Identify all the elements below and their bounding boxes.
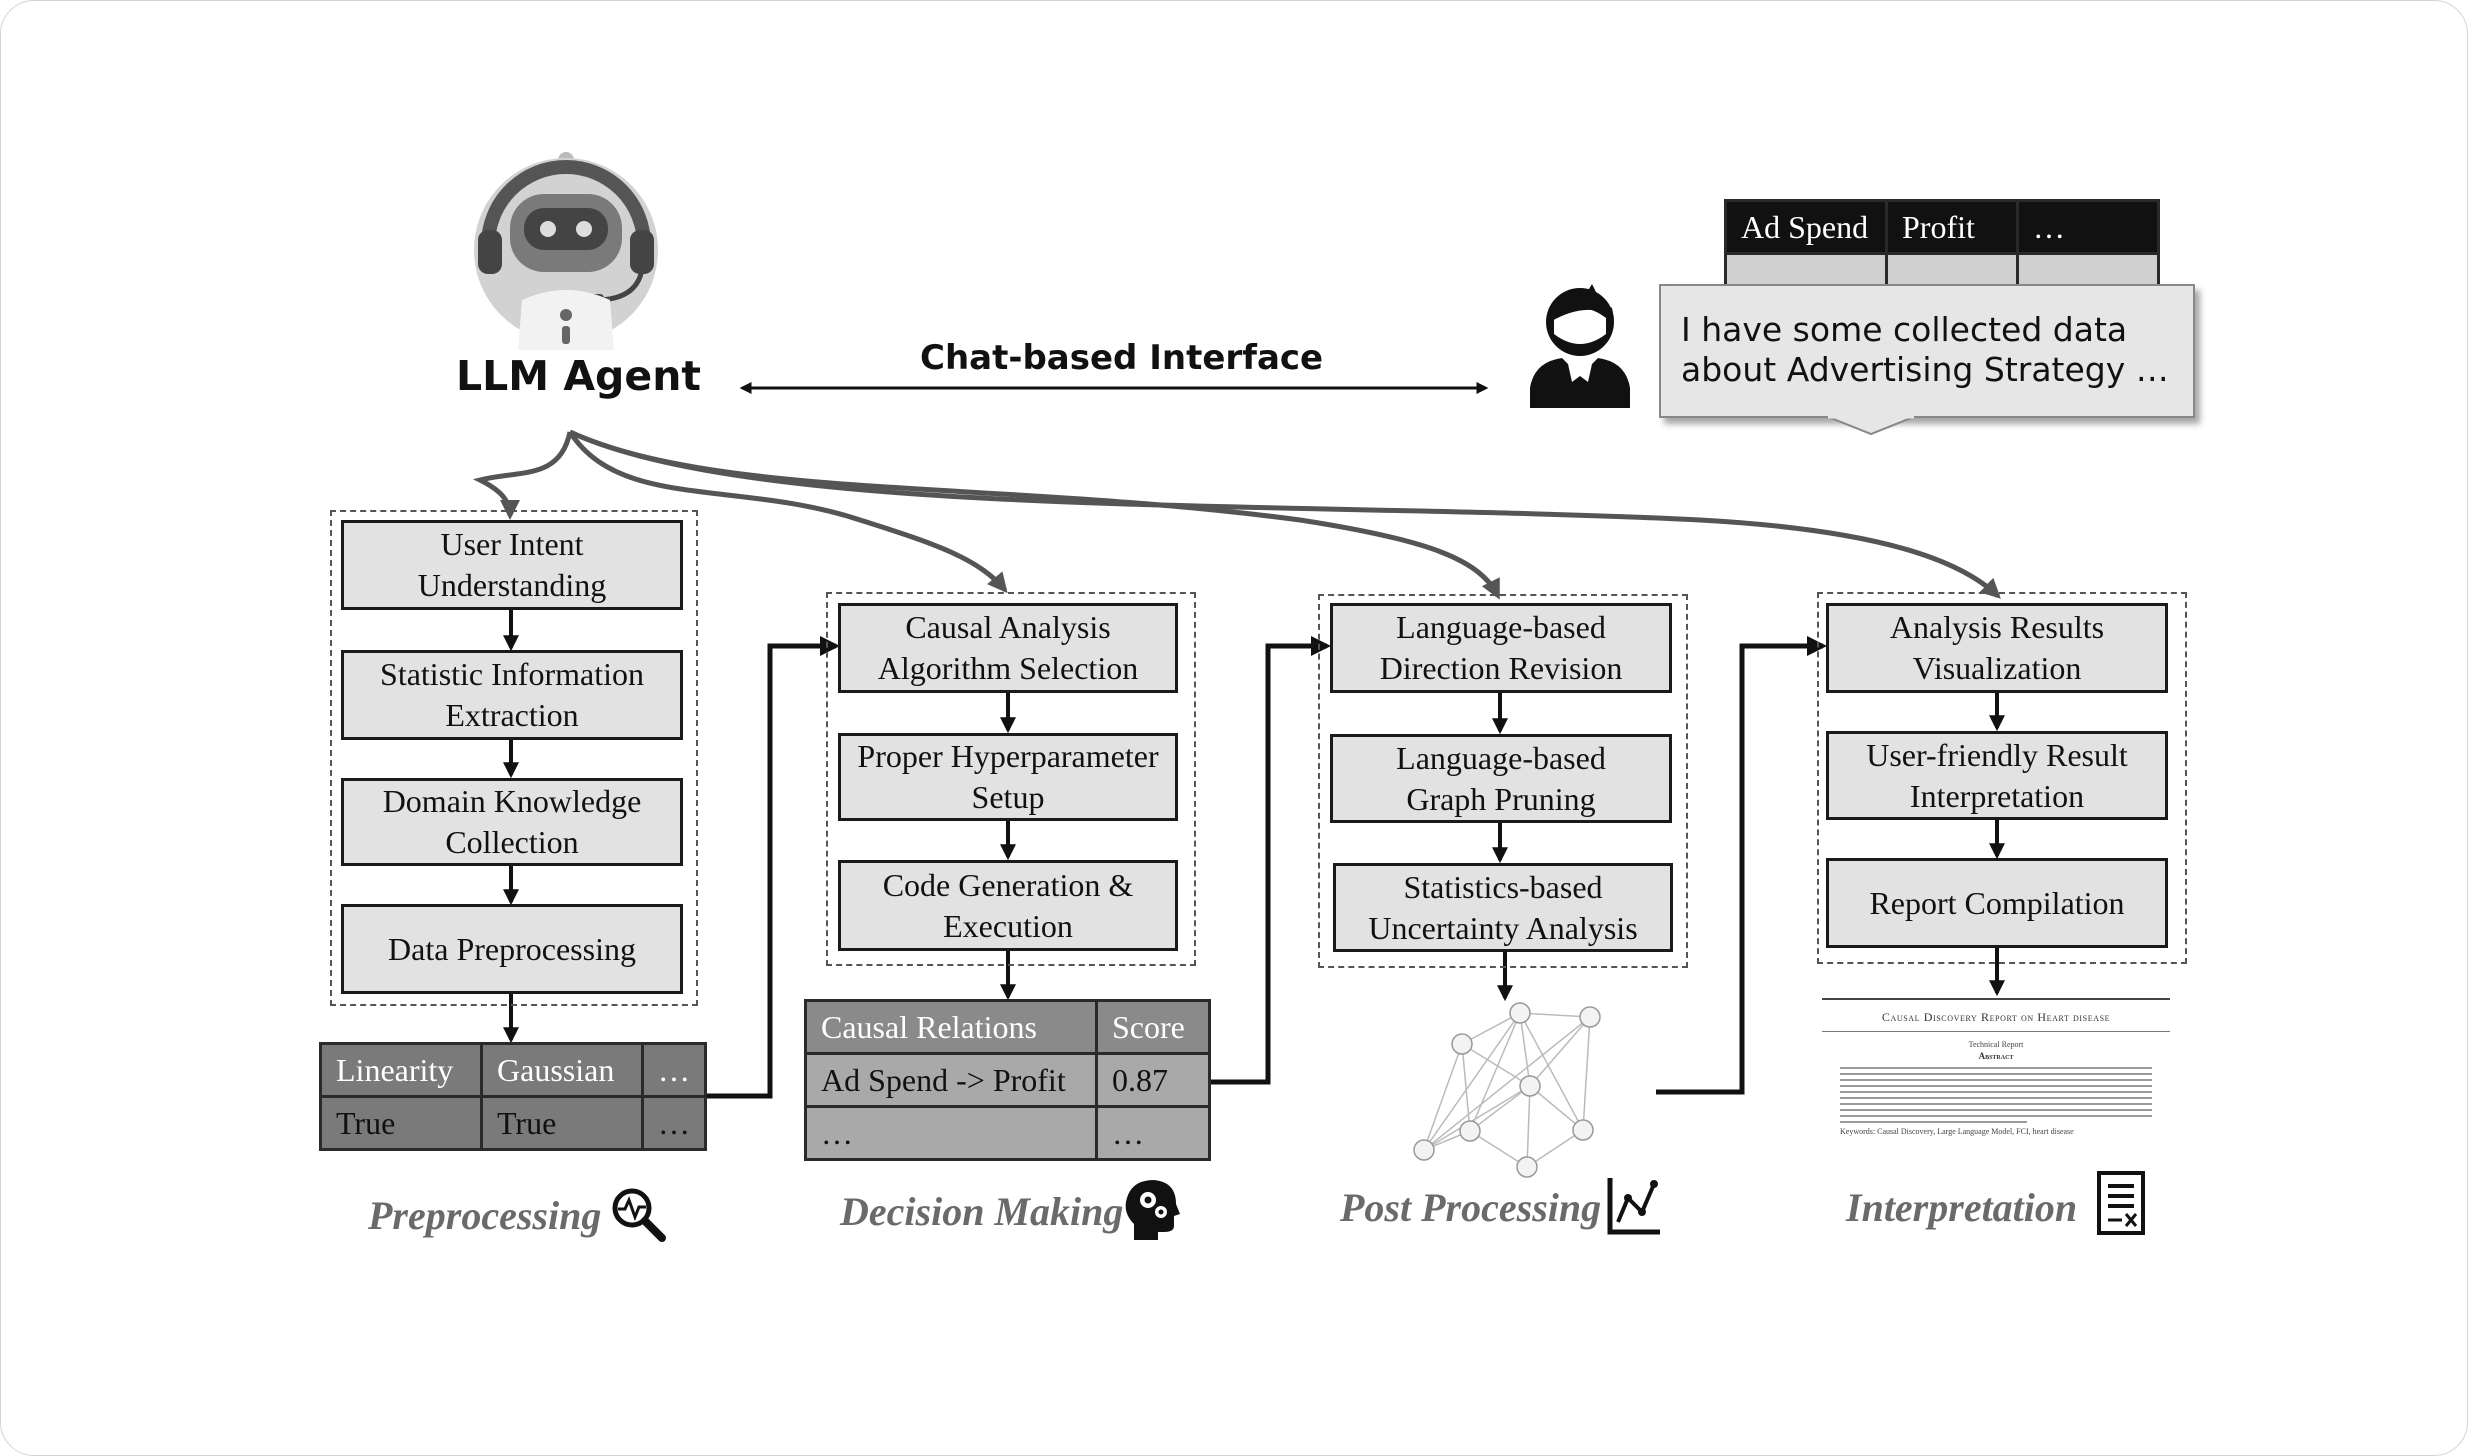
user-icon bbox=[1530, 284, 1630, 408]
agent-to-postprocessing bbox=[568, 429, 1501, 600]
head-gears-icon bbox=[1125, 1180, 1180, 1240]
pre-table-header: … bbox=[641, 1042, 707, 1098]
decision-table-header: Causal Relations bbox=[804, 999, 1098, 1055]
causal-graph-nodes bbox=[1413, 1002, 1601, 1178]
algorithm-selection-box: Causal Analysis Algorithm Selection bbox=[838, 603, 1178, 693]
report-body-lines bbox=[1840, 1067, 2152, 1123]
decision-table-cell: … bbox=[1095, 1105, 1211, 1161]
uncertainty-analysis-box: Statistics-based Uncertainty Analysis bbox=[1333, 863, 1673, 952]
preprocessing-table: Linearity Gaussian … True True … bbox=[319, 1042, 707, 1151]
graph-pruning-box: Language-based Graph Pruning bbox=[1330, 734, 1672, 823]
preprocessing-stage bbox=[330, 510, 698, 1006]
decision-stage bbox=[826, 592, 1196, 966]
user-intent-box: User Intent Understanding bbox=[341, 520, 683, 610]
stage-label-interpretation: Interpretation bbox=[1846, 1185, 2078, 1230]
code-generation-box: Code Generation & Execution bbox=[838, 860, 1178, 951]
postprocessing-stage bbox=[1318, 594, 1688, 968]
report-compilation-box: Report Compilation bbox=[1826, 858, 2168, 948]
line-chart-icon bbox=[1607, 1178, 1660, 1235]
decision-table: Causal Relations Score Ad Spend -> Profi… bbox=[804, 999, 1211, 1161]
report-subtitle: Technical Report bbox=[1968, 1040, 2024, 1049]
pre-table-header: Linearity bbox=[319, 1042, 483, 1098]
pre-table-header: Gaussian bbox=[480, 1042, 644, 1098]
user-table-header: … bbox=[2016, 199, 2160, 255]
graph-node bbox=[1579, 1006, 1601, 1028]
result-interpretation-box: User-friendly Result Interpretation bbox=[1826, 731, 2168, 820]
stage-label-decision: Decision Making bbox=[840, 1189, 1124, 1234]
pre-table-cell: True bbox=[319, 1095, 483, 1151]
graph-node bbox=[1509, 1002, 1531, 1024]
statistic-extraction-box: Statistic Information Extraction bbox=[341, 650, 683, 740]
agent-to-interpretation bbox=[568, 429, 2001, 599]
report-abstract-heading: Abstract bbox=[1978, 1051, 2014, 1061]
decision-table-cell: Ad Spend -> Profit bbox=[804, 1052, 1098, 1108]
agent-to-decision bbox=[567, 430, 1008, 594]
domain-knowledge-box: Domain Knowledge Collection bbox=[341, 778, 683, 866]
decision-table-header: Score bbox=[1095, 999, 1211, 1055]
graph-node bbox=[1519, 1075, 1541, 1097]
report-thumbnail: Causal Discovery Report on Heart disease… bbox=[1822, 998, 2170, 1184]
connector-decision-to-post bbox=[1210, 636, 1331, 1085]
report-title: Causal Discovery Report on Heart disease bbox=[1822, 998, 2170, 1032]
connector-pre-to-decision bbox=[703, 636, 840, 1099]
decision-table-cell: 0.87 bbox=[1095, 1052, 1211, 1108]
user-message-line: about Advertising Strategy … bbox=[1681, 350, 2169, 389]
user-table-header: Profit bbox=[1885, 199, 2019, 255]
hyperparameter-setup-box: Proper Hyperparameter Setup bbox=[838, 733, 1178, 821]
decision-table-cell: … bbox=[804, 1105, 1098, 1161]
connector-post-to-interpretation bbox=[1656, 636, 1827, 1095]
bubble-tail bbox=[1826, 416, 1916, 436]
agent-title: LLM Agent bbox=[456, 352, 701, 400]
interpretation-stage bbox=[1817, 592, 2187, 964]
magnifier-pulse-icon bbox=[612, 1188, 666, 1242]
user-message-line: I have some collected data bbox=[1681, 310, 2128, 349]
graph-node bbox=[1459, 1120, 1481, 1142]
user-speech-bubble: I have some collected data about Adverti… bbox=[1659, 284, 2195, 418]
pre-table-cell: … bbox=[641, 1095, 707, 1151]
interface-label: Chat-based Interface bbox=[920, 338, 1324, 378]
report-document-icon bbox=[2097, 1171, 2145, 1235]
stage-label-postprocessing: Post Processing bbox=[1340, 1185, 1602, 1230]
graph-node bbox=[1572, 1119, 1594, 1141]
graph-node bbox=[1413, 1139, 1435, 1161]
graph-node bbox=[1516, 1156, 1538, 1178]
user-table-header: Ad Spend bbox=[1724, 199, 1888, 255]
direction-revision-box: Language-based Direction Revision bbox=[1330, 603, 1672, 693]
results-visualization-box: Analysis Results Visualization bbox=[1826, 603, 2168, 693]
report-keywords: Keywords: Causal Discovery, Large Langua… bbox=[1840, 1127, 2074, 1136]
pre-table-cell: True bbox=[480, 1095, 644, 1151]
causal-graph bbox=[1423, 1012, 1591, 1168]
graph-node bbox=[1451, 1033, 1473, 1055]
robot-icon bbox=[474, 152, 658, 350]
stage-label-preprocessing: Preprocessing bbox=[368, 1193, 602, 1238]
agent-to-preprocessing bbox=[472, 431, 573, 520]
data-preprocessing-box: Data Preprocessing bbox=[341, 904, 683, 994]
